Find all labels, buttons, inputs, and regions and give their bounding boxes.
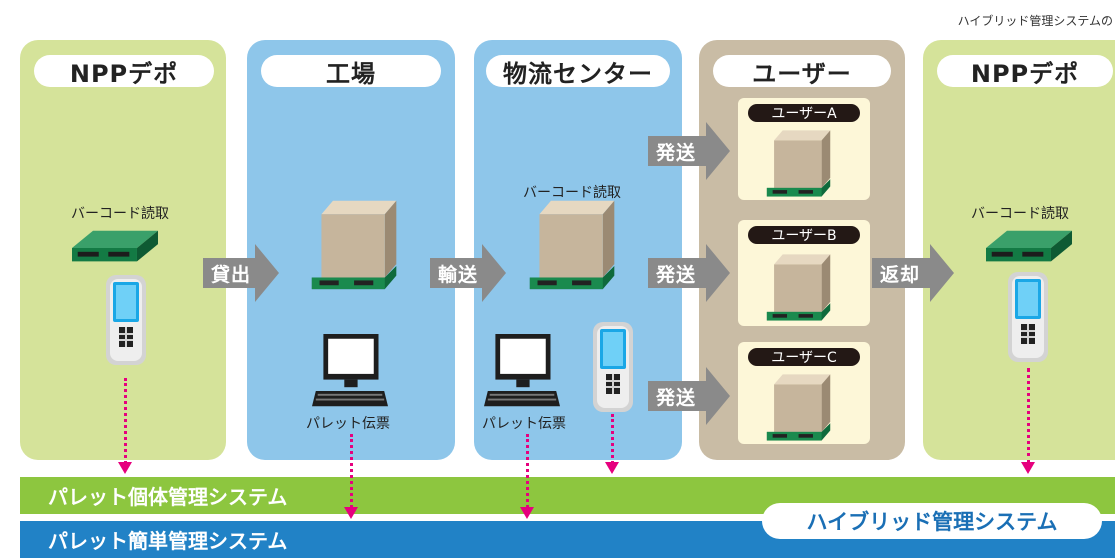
band-simple-system-label: パレット簡単管理システム <box>48 529 288 553</box>
user-badge-c: ユーザーC <box>748 348 860 366</box>
handheld-terminal-left-icon <box>106 275 146 365</box>
dotted-line-left <box>124 378 127 464</box>
dotted-line-right <box>1027 368 1030 464</box>
pc-logistics-icon <box>484 334 560 410</box>
barcode-label-right: バーコード読取 <box>971 206 1069 222</box>
column-title-factory: 工場 <box>261 55 441 88</box>
dotted-arrowhead-right <box>1021 462 1035 474</box>
handheld-terminal-right-icon <box>1008 272 1048 362</box>
barcode-label-left: バーコード読取 <box>71 206 169 222</box>
user-card-c: ユーザーC <box>738 342 870 444</box>
hybrid-system-label: ハイブリッド管理システム <box>806 510 1058 534</box>
dotted-arrowhead-logistics-pc <box>520 507 534 519</box>
pallet-box-user-b-icon <box>764 250 836 322</box>
barcode-reader-right-icon <box>986 230 1072 266</box>
pc-factory-icon <box>312 334 388 410</box>
column-title-user: ユーザー <box>713 55 891 88</box>
dotted-arrowhead-left <box>118 462 132 474</box>
pallet-box-factory-icon <box>308 195 404 291</box>
arrow-ship-b-label: 発送 <box>656 263 697 286</box>
page-caption: ハイブリッド管理システムの <box>957 14 1113 28</box>
arrow-ship-a: 発送 <box>648 122 730 180</box>
pallet-box-user-c-icon <box>764 370 836 442</box>
hybrid-system-badge: ハイブリッド管理システム <box>762 503 1102 539</box>
user-badge-b: ユーザーB <box>748 226 860 244</box>
band-individual-system-label: パレット個体管理システム <box>48 485 288 509</box>
column-title-npp-depot-left: NPPデポ <box>34 55 214 88</box>
arrow-return: 返却 <box>872 244 954 302</box>
dotted-line-logistics-pc <box>526 434 529 508</box>
barcode-reader-left-icon <box>72 230 158 266</box>
dotted-line-logistics-handheld <box>611 414 614 464</box>
column-npp-depot-left: NPPデポ <box>20 40 226 460</box>
arrow-ship-c: 発送 <box>648 367 730 425</box>
pallet-slip-label-factory: パレット伝票 <box>306 416 390 432</box>
arrow-transport: 輸送 <box>430 244 506 302</box>
barcode-label-logistics: バーコード読取 <box>523 185 621 201</box>
user-card-b: ユーザーB <box>738 220 870 326</box>
dotted-arrowhead-logistics-handheld <box>605 462 619 474</box>
pallet-box-logistics-icon <box>526 195 622 291</box>
pallet-box-user-a-icon <box>764 126 836 198</box>
user-badge-a: ユーザーA <box>748 104 860 122</box>
arrow-ship-a-label: 発送 <box>656 141 697 164</box>
arrow-return-label: 返却 <box>880 263 921 286</box>
arrow-ship-b: 発送 <box>648 244 730 302</box>
arrow-ship-c-label: 発送 <box>656 386 697 409</box>
column-title-npp-depot-right: NPPデポ <box>937 55 1113 88</box>
arrow-lend: 貸出 <box>203 244 279 302</box>
dotted-line-factory <box>350 434 353 508</box>
column-title-logistics-center: 物流センター <box>486 55 670 88</box>
arrow-transport-label: 輸送 <box>438 263 479 286</box>
pallet-slip-label-logistics: パレット伝票 <box>482 416 566 432</box>
arrow-lend-label: 貸出 <box>211 263 252 286</box>
dotted-arrowhead-factory <box>344 507 358 519</box>
handheld-terminal-logistics-icon <box>593 322 633 412</box>
column-factory: 工場 <box>247 40 455 460</box>
user-card-a: ユーザーA <box>738 98 870 200</box>
